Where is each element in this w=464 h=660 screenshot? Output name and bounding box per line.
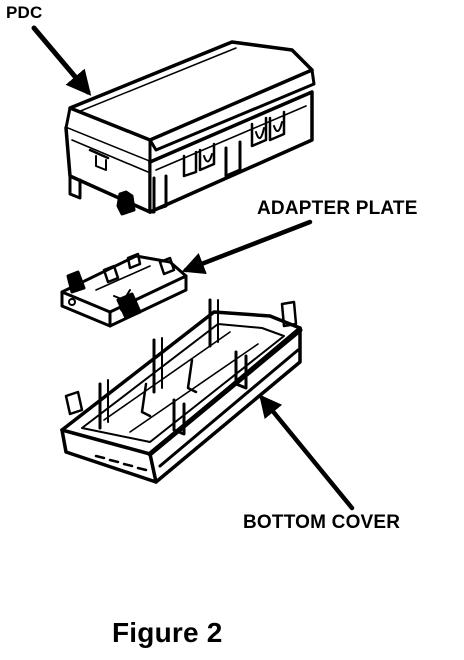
bottom-cover-arrow	[259, 394, 355, 511]
callout-arrows	[31, 25, 355, 511]
adapter-plate-label: ADAPTER PLATE	[257, 198, 418, 219]
adapter-plate-arrow	[181, 219, 313, 274]
adapter-plate	[60, 252, 188, 328]
figure-caption: Figure 2	[112, 617, 223, 648]
bottom-cover	[60, 298, 303, 484]
pdc-arrow	[31, 25, 92, 96]
bottom-cover-label: BOTTOM COVER	[243, 512, 401, 533]
pdc-label: PDC	[6, 3, 43, 22]
pdc-housing	[64, 40, 316, 216]
